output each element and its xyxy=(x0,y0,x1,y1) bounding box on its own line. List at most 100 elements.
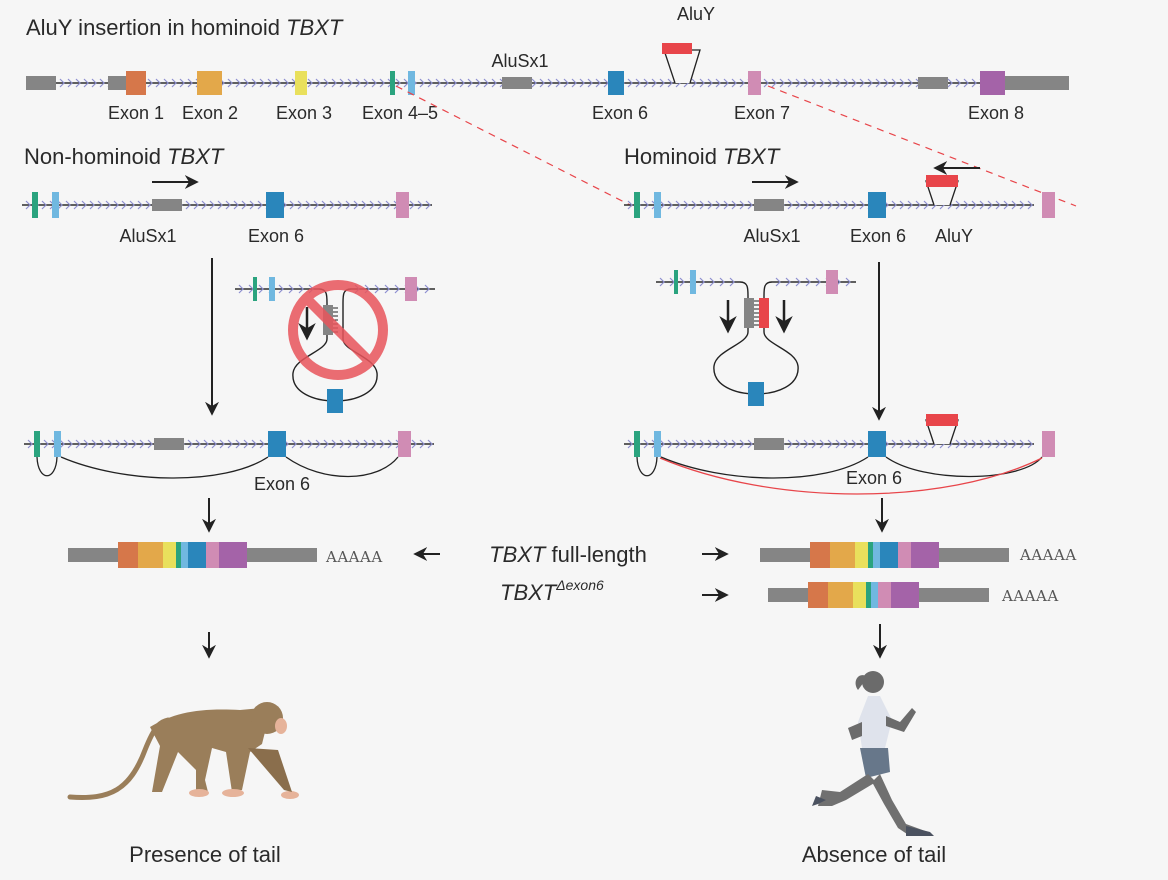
exon-6 xyxy=(748,382,764,406)
left-gene-model xyxy=(22,192,432,218)
aluy-insertion-bracket xyxy=(663,49,701,84)
splice-junction-4-5 xyxy=(636,456,658,477)
exon-4 xyxy=(634,192,640,218)
exon-5 xyxy=(408,71,415,95)
mrna-3prime-utr xyxy=(919,588,989,602)
exon-6 xyxy=(868,431,886,457)
delta-exon6-label: TBXTΔexon6 xyxy=(500,577,604,605)
top-title: AluY insertion in hominoid TBXT xyxy=(26,15,344,40)
right-exon6-label: Exon 6 xyxy=(850,226,906,246)
mrna-exon6 xyxy=(880,542,898,568)
right-alusx1-label: AluSx1 xyxy=(743,226,800,246)
monkey-illustration xyxy=(67,702,299,800)
mrna-exon3 xyxy=(855,542,868,568)
utr-5prime-2 xyxy=(108,76,126,90)
exon-7 xyxy=(398,431,411,457)
mrna-exon7 xyxy=(206,542,219,568)
exon-7 xyxy=(826,270,838,294)
mrna-exon2 xyxy=(138,542,163,568)
left-polya: AAAAA xyxy=(325,548,383,566)
mrna-exon1 xyxy=(808,582,828,608)
exon-6 xyxy=(266,192,284,218)
mrna-exon7 xyxy=(898,542,911,568)
right-title: Hominoid TBXT xyxy=(624,144,781,169)
aluy-element xyxy=(926,175,958,187)
exon-6 xyxy=(868,192,886,218)
mrna-exon1 xyxy=(810,542,830,568)
splice-junction-4-5 xyxy=(36,456,58,477)
mrna-exon2 xyxy=(828,582,853,608)
alusx1-element xyxy=(754,438,784,450)
exon-7 xyxy=(1042,192,1055,218)
exon-2 xyxy=(197,71,222,95)
exon-4 xyxy=(634,431,640,457)
exon-8 xyxy=(980,71,1005,95)
left-outcome-label: Presence of tail xyxy=(129,842,281,867)
mrna-exon8 xyxy=(219,542,247,568)
right-polya-full: AAAAA xyxy=(1019,546,1077,564)
exon-4 xyxy=(32,192,38,218)
mrna-exon3 xyxy=(853,582,866,608)
top-exon7-label: Exon 7 xyxy=(734,103,790,123)
exon-4 xyxy=(34,431,40,457)
exon-5 xyxy=(54,431,61,457)
mrna-exon4 xyxy=(176,542,181,568)
top-exon3-label: Exon 3 xyxy=(276,103,332,123)
exon-4 xyxy=(674,270,678,294)
exon-4 xyxy=(253,277,257,301)
mrna-exon4 xyxy=(866,582,871,608)
intron-grey-block xyxy=(918,77,948,89)
aluy-element xyxy=(759,298,769,328)
hairpin-loop xyxy=(713,281,799,395)
right-hairpin-allowed xyxy=(656,270,856,406)
mrna-exon8 xyxy=(891,582,919,608)
exon-5 xyxy=(654,192,661,218)
exon-3 xyxy=(295,71,307,95)
exon6-skip-junction xyxy=(659,457,1043,495)
top-exon1-label: Exon 1 xyxy=(108,103,164,123)
right-outcome-label: Absence of tail xyxy=(802,842,946,867)
alusx1-element xyxy=(754,199,784,211)
utr-5prime xyxy=(26,76,56,90)
alusx1-element xyxy=(154,438,184,450)
mrna-exon8 xyxy=(911,542,939,568)
utr-3prime xyxy=(1005,76,1069,90)
right-mrna-full-length xyxy=(760,542,1009,568)
left-alusx1-label: AluSx1 xyxy=(119,226,176,246)
mrna-exon6 xyxy=(188,542,206,568)
top-exon45-label: Exon 4–5 xyxy=(362,103,438,123)
right-polya-delta: AAAAA xyxy=(1001,587,1059,605)
alusx1-element xyxy=(502,77,532,89)
exon-7 xyxy=(396,192,409,218)
prohibited-icon xyxy=(288,280,388,380)
exon-4 xyxy=(390,71,395,95)
human-runner-illustration xyxy=(812,671,934,836)
mrna-exon5 xyxy=(181,542,188,568)
exon-5 xyxy=(52,192,59,218)
right-spliced-exon6-label: Exon 6 xyxy=(846,468,902,488)
top-exon6-label: Exon 6 xyxy=(592,103,648,123)
mrna-5prime-utr xyxy=(68,548,118,562)
aluy-element xyxy=(662,43,692,54)
left-spliced-exon6-label: Exon 6 xyxy=(254,474,310,494)
left-title: Non-hominoid TBXT xyxy=(24,144,225,169)
mrna-exon5 xyxy=(873,542,880,568)
left-mrna-full-length xyxy=(68,542,317,568)
mrna-3prime-utr xyxy=(939,548,1009,562)
exon-7 xyxy=(748,71,761,95)
exon-7 xyxy=(1042,431,1055,457)
right-mrna-delta-exon6 xyxy=(768,582,989,608)
exon-6 xyxy=(327,389,343,413)
mrna-exon2 xyxy=(830,542,855,568)
top-exon8-label: Exon 8 xyxy=(968,103,1024,123)
mrna-5prime-utr xyxy=(768,588,808,602)
mrna-5prime-utr xyxy=(760,548,810,562)
exon-5 xyxy=(654,431,661,457)
left-hairpin-prohibited xyxy=(235,277,435,413)
exon-6 xyxy=(268,431,286,457)
top-gene-model xyxy=(26,43,1069,95)
mrna-exon1 xyxy=(118,542,138,568)
top-alusx1-label: AluSx1 xyxy=(491,51,548,71)
exon-5 xyxy=(269,277,275,301)
exon-7 xyxy=(405,277,417,301)
